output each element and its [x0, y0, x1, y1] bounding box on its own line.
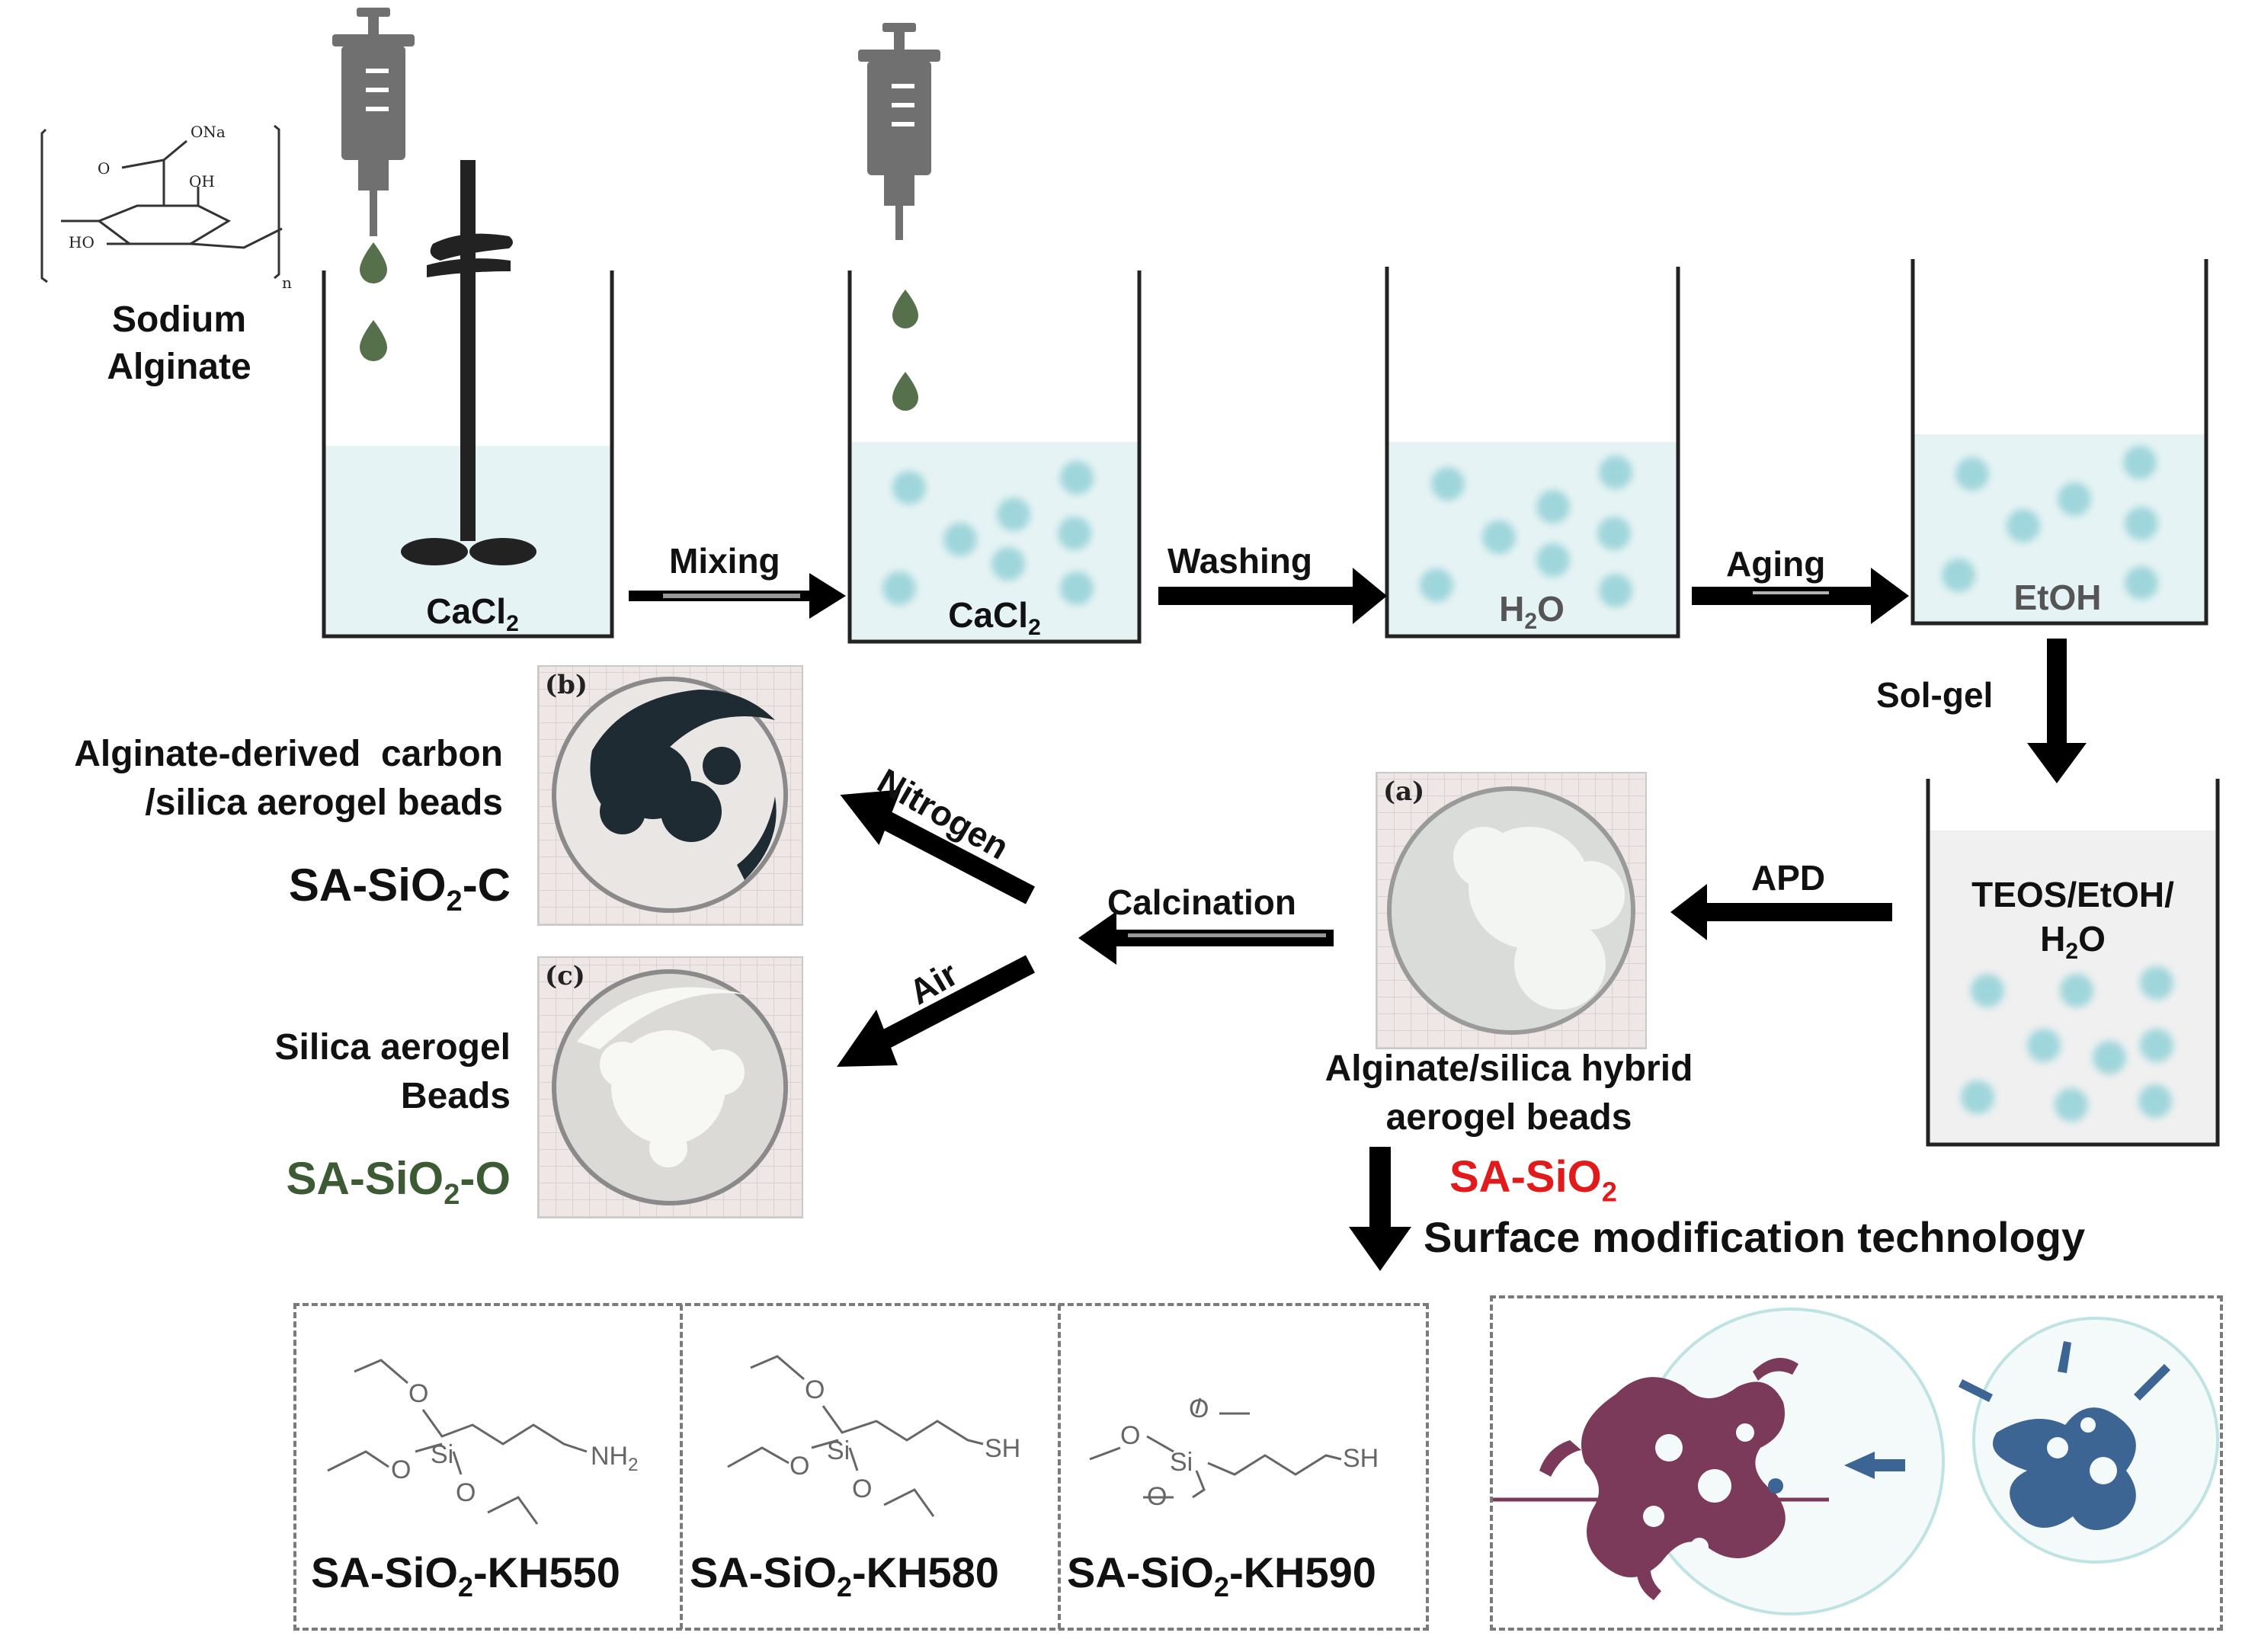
arrow-solgel: [2027, 639, 2087, 783]
step-calcination: Calcination: [1107, 882, 1296, 922]
arrow-nitrogen: [840, 789, 1036, 904]
kh590-o2: O: [1189, 1394, 1209, 1423]
modifier-code-kh580: SA-SiO2-KH580: [690, 1548, 999, 1603]
silica-beads-line1: Silica aerogel: [274, 1027, 511, 1068]
modified-network: [1539, 1358, 1798, 1600]
kh590-structure: [1089, 1397, 1342, 1499]
kh550-o2: O: [391, 1455, 411, 1484]
hybrid-beads-line2: aerogel beads: [1385, 1097, 1632, 1138]
photo-b-tag: (b): [545, 670, 588, 700]
kh550-o1: O: [408, 1379, 428, 1408]
syringe-icon-2: [858, 23, 940, 240]
step-mixing: Mixing: [669, 541, 780, 581]
hybrid-beads-line1: Alginate/silica hybrid: [1324, 1049, 1693, 1089]
sodium-alginate-label: Sodium Alginate: [84, 299, 274, 388]
o-atom: O: [98, 159, 110, 178]
silica-beads-label: Silica aerogel Beads: [152, 1027, 511, 1117]
carbon-code: SA-SiO2-C: [288, 860, 511, 917]
silica-code: SA-SiO2-O: [286, 1153, 511, 1211]
carbon-beads-line1: Alginate-derived carbon: [74, 734, 503, 774]
kh550-si: Si: [431, 1440, 453, 1469]
hybrid-code: SA-SiO2: [1449, 1152, 1617, 1208]
kh550-nh2: NH2: [591, 1442, 638, 1475]
kh590-sh: SH: [1343, 1444, 1379, 1473]
kh550-structure: [327, 1359, 588, 1525]
n-subscript: n: [282, 274, 292, 292]
beaker-5-line2: H2O: [2040, 919, 2106, 965]
arrow-calcination: [1078, 911, 1334, 965]
kh590-o1: O: [1120, 1421, 1140, 1450]
beaker-2: [847, 271, 1142, 644]
oh-atom: OH: [189, 172, 215, 190]
carbon-beads-label: Alginate-derived carbon /silica aerogel …: [15, 735, 503, 823]
modifier-code-kh590: SA-SiO2-KH590: [1067, 1548, 1376, 1603]
beaker-1-label: CaCl2: [426, 591, 519, 637]
hybrid-beads-label: Alginate/silica hybrid aerogel beads: [1311, 1049, 1707, 1138]
arrow-apd: [1670, 884, 1892, 940]
beaker-3: [1385, 267, 1680, 639]
syringe-icon-1: [332, 8, 415, 236]
arrow-mixing: [629, 573, 846, 619]
kh590-si: Si: [1170, 1448, 1193, 1477]
photo-b: (b): [537, 665, 803, 926]
network-panel: [1490, 1295, 2223, 1631]
beaker-4: [1911, 259, 2208, 626]
kh580-o1: O: [805, 1375, 825, 1404]
kh580-si: Si: [827, 1436, 850, 1465]
modifier-panel: [293, 1303, 1429, 1631]
sodium-alginate-line1: Sodium: [112, 299, 246, 340]
photo-a-tag: (a): [1383, 776, 1425, 807]
arrow-air: [837, 955, 1036, 1067]
kh580-o2: O: [790, 1452, 809, 1481]
ona-atom: ONa: [191, 123, 226, 141]
step-apd: APD: [1751, 858, 1826, 898]
ho-atom: HO: [69, 233, 94, 251]
sodium-alginate-line2: Alginate: [107, 347, 251, 388]
step-solgel: Sol-gel: [1876, 675, 1994, 715]
kh580-sh: SH: [985, 1434, 1020, 1463]
kh580-o3: O: [852, 1474, 872, 1503]
silica-beads-line2: Beads: [400, 1076, 511, 1117]
petri-dish-silica: [552, 969, 788, 1205]
drops: [360, 242, 918, 411]
step-aging: Aging: [1726, 544, 1826, 584]
modifier-divider-1: [680, 1305, 683, 1629]
stirrer-icon: [401, 160, 536, 565]
photo-a: (a): [1376, 772, 1647, 1049]
carbon-beads-line2: /silica aerogel beads: [145, 783, 503, 824]
sodium-alginate-structure: [40, 124, 283, 283]
beaker-5-line1: TEOS/EtOH/: [1971, 875, 2174, 914]
photo-c: (c): [537, 956, 803, 1218]
beaker-5: [1926, 779, 2220, 1147]
petri-dish-hybrid: [1387, 786, 1635, 1035]
modifier-code-kh550: SA-SiO2-KH550: [311, 1548, 620, 1603]
beaker-4-label: EtOH: [2013, 578, 2102, 617]
pristine-network: [1959, 1341, 2170, 1530]
aerogel-network-illustration: [1490, 1308, 2219, 1615]
step-surface-modification: Surface modification technology: [1424, 1213, 2086, 1261]
kh550-o3: O: [456, 1478, 476, 1507]
beaker-3-label: H2O: [1499, 589, 1565, 635]
kh590-o3: O: [1147, 1482, 1167, 1511]
beaker-2-label: CaCl2: [948, 595, 1041, 641]
kh580-structure: [727, 1355, 984, 1517]
step-washing: Washing: [1167, 541, 1312, 581]
modified-network-holes: [1643, 1423, 1754, 1556]
arrow-aging: [1692, 568, 1909, 624]
arrow-surface-modification: [1349, 1147, 1411, 1271]
beaker-5-label: TEOS/EtOH/ H2O: [1920, 876, 2225, 964]
arrow-washing: [1158, 568, 1387, 624]
modifier-divider-2: [1058, 1305, 1061, 1629]
petri-dish-carbon: [552, 677, 788, 913]
photo-c-tag: (c): [545, 961, 585, 991]
